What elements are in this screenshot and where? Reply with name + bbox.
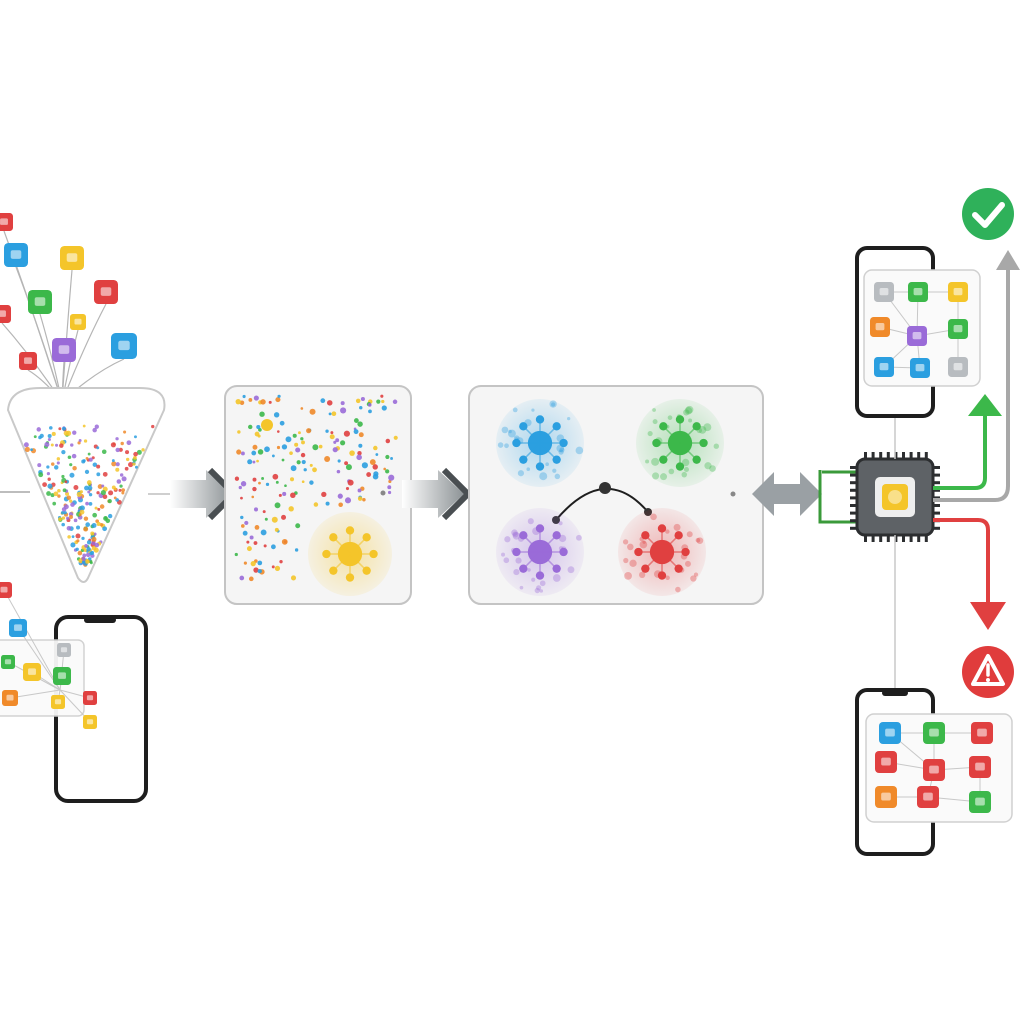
incoming-node-tile: [28, 290, 52, 314]
phone-node-tile: [971, 722, 993, 744]
incoming-node-tile: [52, 338, 76, 362]
warning-icon: [962, 646, 1014, 698]
incoming-node-tile: [60, 246, 84, 270]
scatter-panel: [224, 385, 412, 605]
phone-node-tile: [53, 667, 71, 685]
funnel-icon: [6, 387, 166, 583]
checkmark-icon: [962, 188, 1014, 240]
phone-node-tile: [879, 722, 901, 744]
phone-left: [0, 582, 148, 803]
success-arrow: [933, 250, 1020, 502]
incoming-node-tile: [19, 352, 37, 370]
phone-node-tile: [1, 655, 15, 669]
phone-node-tile: [907, 326, 927, 346]
phone-node-tile: [23, 663, 41, 681]
cluster-red: [618, 508, 706, 596]
phone-node-tile: [2, 690, 18, 706]
incoming-node-tile: [0, 305, 11, 323]
incoming-node-tile: [4, 243, 28, 267]
phone-node-tile: [874, 357, 894, 377]
phone-top-right: [855, 246, 981, 418]
phone-node-tile: [57, 643, 71, 657]
phone-node-tile: [969, 756, 991, 778]
phone-node-tile: [923, 759, 945, 781]
phone-node-tile: [83, 691, 97, 705]
phone-node-tile: [948, 282, 968, 302]
phone-node-tile: [0, 582, 12, 598]
bidirectional-arrow: [752, 472, 822, 516]
phone-node-tile: [875, 751, 897, 773]
phone-node-tile: [923, 722, 945, 744]
incoming-tiles: [0, 213, 137, 407]
incoming-node-tile: [111, 333, 137, 359]
phone-node-tile: [875, 786, 897, 808]
phone-node-tile: [969, 791, 991, 813]
incoming-node-tile: [94, 280, 118, 304]
yellow-cluster: [308, 512, 392, 596]
incoming-node-tile: [0, 213, 13, 231]
phone-node-tile: [948, 357, 968, 377]
chip-icon: [818, 452, 940, 542]
phone-node-tile: [917, 786, 939, 808]
cluster-blue: [496, 399, 584, 487]
cluster-green: [636, 399, 724, 487]
phone-node-tile: [870, 317, 890, 337]
phone-node-tile: [874, 282, 894, 302]
phone-bottom-right: [855, 688, 1013, 856]
warning-arrow: [933, 518, 1006, 630]
phone-node-tile: [910, 358, 930, 378]
phone-node-tile: [9, 619, 27, 637]
cluster-purple: [496, 508, 584, 596]
phone-node-tile: [908, 282, 928, 302]
incoming-node-tile: [70, 314, 86, 330]
phone-node-tile: [51, 695, 65, 709]
flow-arrow-1: [148, 467, 239, 521]
cluster-panel: [468, 385, 764, 605]
phone-node-tile: [83, 715, 97, 729]
phone-node-tile: [948, 319, 968, 339]
